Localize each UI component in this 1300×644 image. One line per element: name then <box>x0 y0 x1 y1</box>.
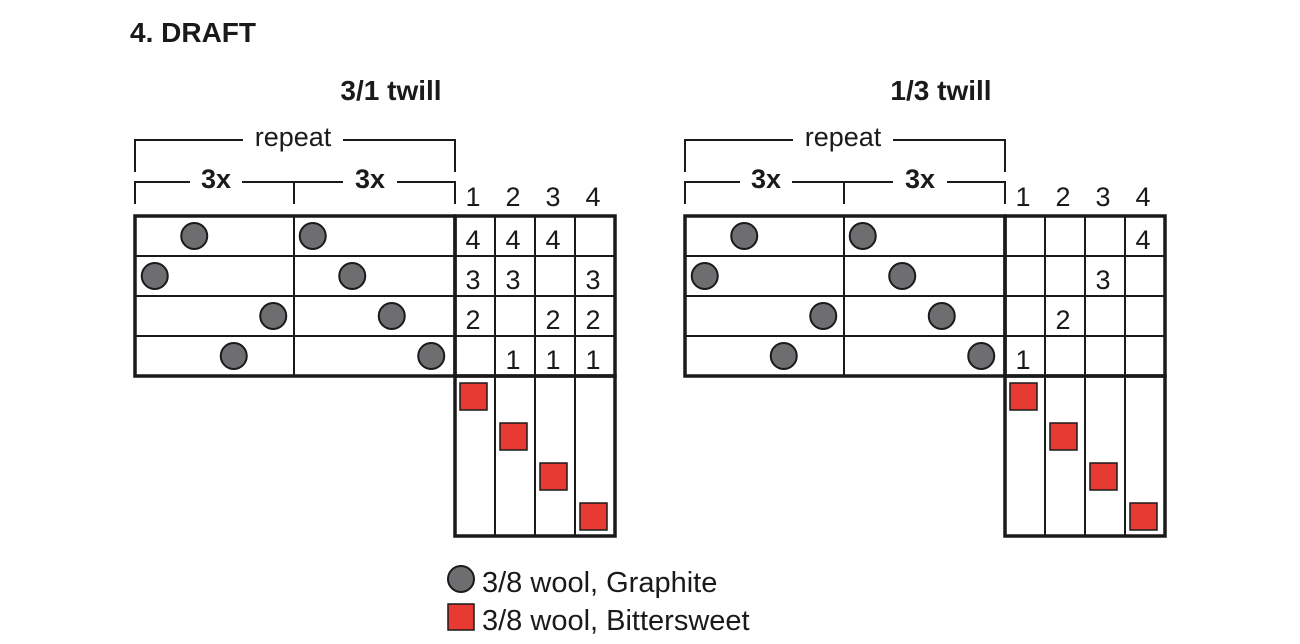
group-label: 3x <box>355 164 385 194</box>
graphite-thread-mark <box>417 342 446 370</box>
graphite-thread-mark <box>769 342 798 370</box>
shaft-number: 1 <box>1015 182 1030 212</box>
bittersweet-treadle-mark <box>499 422 528 451</box>
tieup-number: 2 <box>545 305 560 335</box>
treadling-frame <box>1003 374 1167 538</box>
repeat-bracket <box>684 139 1006 172</box>
tieup-number: 3 <box>505 265 520 295</box>
graphite-thread-mark <box>377 302 406 330</box>
repeat-bracket <box>134 139 456 172</box>
group-bracket-right <box>293 181 456 204</box>
tieup-number: 2 <box>585 305 600 335</box>
tieup-number: 3 <box>465 265 480 295</box>
bittersweet-treadle-mark <box>1089 462 1118 491</box>
treadling-frame <box>453 374 617 538</box>
group-bracket-left <box>684 181 844 204</box>
graphite-thread-mark <box>259 302 288 330</box>
graphite-thread-mark <box>298 222 327 250</box>
bittersweet-treadle-mark <box>459 382 488 411</box>
tieup-number: 4 <box>505 225 520 255</box>
draft-title: 3/1 twill <box>340 75 441 106</box>
tieup-number: 2 <box>465 305 480 335</box>
tieup-number: 1 <box>1015 345 1030 375</box>
shaft-number: 4 <box>1135 182 1150 212</box>
shaft-number: 2 <box>505 182 520 212</box>
group-label: 3x <box>751 164 781 194</box>
graphite-thread-mark <box>809 302 838 330</box>
repeat-label: repeat <box>255 122 332 152</box>
graphite-thread-mark <box>730 222 759 250</box>
group-bracket-left <box>134 181 294 204</box>
shaft-number: 4 <box>585 182 600 212</box>
legend-label: 3/8 wool, Bittersweet <box>482 605 750 637</box>
graphite-thread-mark <box>219 342 248 370</box>
group-label: 3x <box>201 164 231 194</box>
graphite-thread-mark <box>140 262 169 290</box>
tieup-number: 3 <box>1095 265 1110 295</box>
group-label: 3x <box>905 164 935 194</box>
graphite-thread-mark <box>690 262 719 290</box>
graphite-thread-mark <box>848 222 877 250</box>
bittersweet-treadle-mark <box>539 462 568 491</box>
legend-label: 3/8 wool, Graphite <box>482 567 717 599</box>
graphite-thread-mark <box>927 302 956 330</box>
tieup-number: 4 <box>545 225 560 255</box>
graphite-thread-mark <box>338 262 367 290</box>
group-bracket-right <box>843 181 1006 204</box>
shaft-number: 1 <box>465 182 480 212</box>
page-heading: 4. DRAFT <box>130 17 256 48</box>
legend-bittersweet-swatch <box>447 603 475 631</box>
tieup-number: 3 <box>585 265 600 295</box>
bittersweet-treadle-mark <box>1009 382 1038 411</box>
graphite-thread-mark <box>888 262 917 290</box>
tieup-number: 1 <box>585 345 600 375</box>
bittersweet-treadle-mark <box>1049 422 1078 451</box>
tieup-number: 4 <box>465 225 480 255</box>
shaft-number: 3 <box>545 182 560 212</box>
shaft-number: 2 <box>1055 182 1070 212</box>
legend: 3/8 wool, Graphite 3/8 wool, Bittersweet <box>447 565 750 637</box>
repeat-label: repeat <box>805 122 882 152</box>
tieup-number: 1 <box>505 345 520 375</box>
bittersweet-treadle-mark <box>579 502 608 531</box>
shaft-number: 3 <box>1095 182 1110 212</box>
tieup-number: 2 <box>1055 305 1070 335</box>
graphite-thread-mark <box>967 342 996 370</box>
bittersweet-treadle-mark <box>1129 502 1158 531</box>
tieup-number: 4 <box>1135 225 1150 255</box>
graphite-thread-mark <box>180 222 209 250</box>
draft-title: 1/3 twill <box>890 75 991 106</box>
tieup-number: 1 <box>545 345 560 375</box>
legend-graphite-swatch <box>447 565 475 593</box>
